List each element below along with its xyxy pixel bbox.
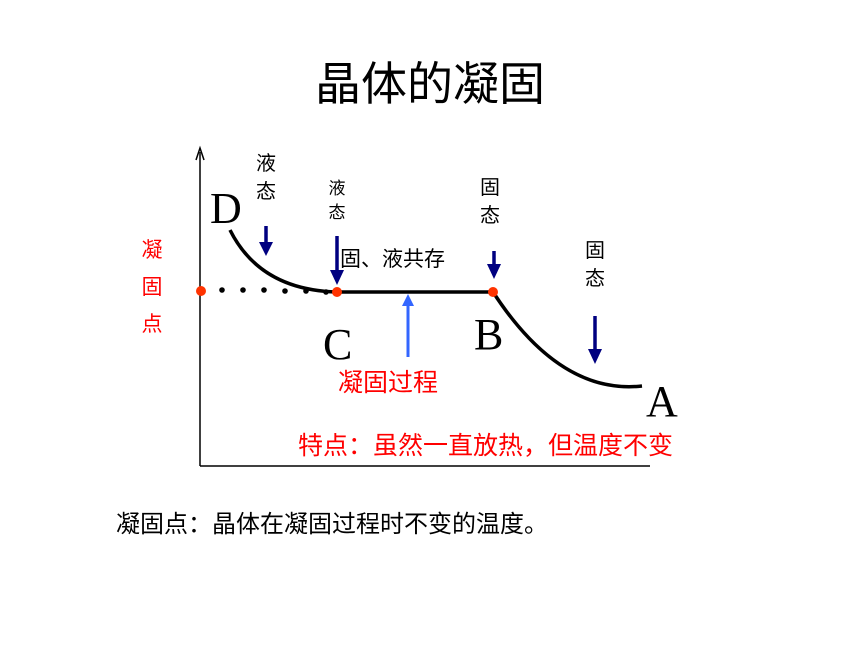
point-label-b: B [474, 310, 504, 359]
definition-text: 凝固点：晶体在凝固过程时不变的温度。 [116, 510, 548, 538]
liquid-state-label-1: 液 态 [253, 149, 279, 205]
state-arrow-solid-2 [588, 316, 602, 364]
label-char: 液 [328, 179, 346, 199]
label-char: 固 [480, 175, 500, 199]
coexist-label: 固、液共存 [340, 247, 445, 271]
label-char: 固 [585, 238, 605, 262]
curve-segment-dc [228, 229, 338, 294]
feature-note: 特点：虽然一直放热，但温度不变 [298, 431, 674, 460]
label-char: 态 [256, 179, 276, 203]
label-char: 态 [328, 203, 346, 223]
label-char: 态 [480, 203, 500, 227]
solid-state-label-1: 固 态 [477, 173, 503, 229]
label-char: 固 [141, 275, 163, 299]
freezing-point-axis-label: 凝 固 点 [138, 232, 166, 343]
point-marker-c [332, 287, 342, 297]
process-label: 凝固过程 [338, 368, 439, 397]
label-char: 态 [585, 266, 605, 290]
label-char: 液 [256, 151, 276, 175]
state-arrow-liquid-2 [330, 236, 344, 285]
point-marker-b [488, 287, 498, 297]
point-marker-start [196, 286, 206, 296]
label-char: 点 [141, 312, 163, 336]
process-arrow [402, 294, 414, 357]
slide-title: 晶体的凝固 [315, 57, 545, 111]
solid-state-label-2: 固 态 [582, 236, 608, 292]
point-label-d: D [210, 184, 242, 233]
curve-segment-ba [491, 291, 643, 389]
state-arrow-liquid-1 [259, 226, 273, 256]
label-char: 凝 [141, 238, 163, 262]
state-arrow-solid-1 [487, 251, 501, 279]
liquid-state-label-2: 液 态 [326, 177, 348, 225]
point-label-c: C [323, 320, 353, 369]
point-label-a: A [646, 377, 678, 426]
y-axis-arrow-icon [195, 145, 205, 161]
